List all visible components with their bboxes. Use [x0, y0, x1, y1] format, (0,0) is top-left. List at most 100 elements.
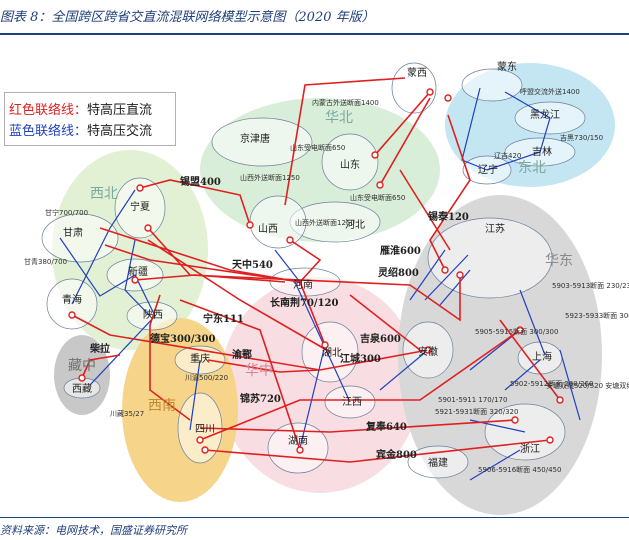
node-dot — [131, 276, 139, 284]
annotation-shandongshou: 山东受电断面650 — [290, 143, 345, 152]
dc-line — [99, 227, 301, 283]
province-label-hunan: 湖南 — [288, 434, 308, 447]
line-label-jiquan600: 吉泉600 — [360, 332, 401, 345]
line-label-yu-e: 渝鄂 — [232, 348, 252, 361]
legend-row-ac: 蓝色联络线：特高压交流 — [9, 120, 152, 139]
ac-line — [124, 239, 151, 317]
annotation-s5905: 5905-5915断面 300/300 — [475, 327, 558, 336]
ac-line — [189, 359, 201, 431]
ac-line — [71, 189, 136, 305]
ac-line — [486, 91, 551, 171]
province-label-jilin: 吉林 — [532, 145, 552, 158]
province-shaanxi — [126, 301, 178, 331]
province-mengxi — [391, 62, 437, 114]
line-label-yanhuai600: 雁淮600 — [380, 244, 421, 257]
dc-line — [399, 169, 451, 251]
province-label-hubei: 湖北 — [322, 347, 342, 359]
node-dot — [201, 446, 209, 454]
dc-line — [104, 244, 326, 346]
dc-line — [147, 239, 331, 353]
node-dot — [511, 416, 519, 424]
annotation-s5903: 5903-5913断面 230/230 — [552, 281, 629, 290]
dc-line — [429, 114, 471, 271]
province-label-mengxi: 蒙西 — [407, 66, 427, 79]
province-label-gansu: 甘肃 — [63, 226, 83, 239]
province-label-shanghai: 上海 — [532, 350, 552, 363]
dc-line — [289, 239, 322, 283]
province-label-zhejiang: 浙江 — [520, 443, 540, 455]
node-dot — [516, 326, 524, 334]
dc-line — [81, 354, 121, 379]
annotation-chuanyu: 川渝500/220 — [185, 373, 228, 382]
legend-ac-value: 特高压交流 — [87, 124, 153, 139]
annotation-shandongshou2: 山东受电断面650 — [350, 193, 405, 202]
province-ningxia — [114, 177, 166, 239]
region-label-huabei: 华北 — [325, 110, 353, 126]
dc-line — [499, 319, 561, 401]
dc-line — [149, 294, 191, 421]
node-dot — [444, 94, 452, 102]
dc-line — [374, 91, 431, 156]
ac-line — [461, 87, 488, 171]
line-label-lingshao800: 灵绍800 — [378, 266, 419, 279]
dc-line — [147, 227, 461, 322]
line-label-fufeng640: 复奉640 — [365, 420, 407, 433]
province-label-jiangsu: 江苏 — [485, 222, 505, 235]
dc-line — [179, 299, 301, 451]
figure-title: 图表 8：全国跨区跨省交直流混联网络模型示意图（2020 年版） — [0, 10, 375, 25]
node-dot — [546, 436, 554, 444]
dc-line — [199, 329, 521, 441]
annotation-ganqing: 甘青380/700 — [24, 257, 67, 266]
node-dot — [376, 181, 384, 189]
annotation-s5901: 5901-5911 170/170 — [438, 396, 507, 404]
province-label-heilongjiang: 黑龙江 — [530, 108, 560, 121]
figure-header: 图表 8：全国跨区跨省交直流混联网络模型示意图（2020 年版） — [0, 0, 629, 35]
province-label-fujian: 福建 — [428, 456, 448, 469]
dc-line — [71, 314, 429, 371]
annotation-shanxiwai2: 山西外送断面1250 — [295, 218, 355, 227]
line-label-tianzhong540: 天中540 — [232, 258, 273, 271]
node-dot — [371, 151, 379, 159]
line-label-jindong400: 锡盟400 — [180, 175, 221, 188]
annotation-s5923: 5923-5933断面 300/300 — [565, 311, 629, 320]
legend-ac-key: 蓝色联络线： — [9, 124, 88, 139]
province-label-shandong: 山东 — [340, 158, 360, 171]
annotation-s5902: 5902-5912断面 260/260 — [510, 379, 593, 388]
ac-line — [424, 254, 469, 301]
node-dot — [296, 446, 304, 454]
dc-line — [349, 294, 421, 351]
node-dot — [246, 221, 254, 229]
ac-line — [469, 449, 521, 481]
dc-line — [207, 359, 321, 373]
legend: 红色联络线：特高压直流 蓝色联络线：特高压交流 — [4, 92, 176, 146]
region-label-zangzhong: 藏中 — [68, 358, 96, 374]
dc-line — [199, 419, 516, 433]
header-rule — [0, 33, 629, 35]
province-shandong — [321, 133, 379, 191]
region-label-huadong: 华东 — [545, 253, 573, 269]
annotation-s5906: 5906-5916断面 450/450 — [478, 465, 561, 474]
annotation-s5921: 5921-5931断面 320/320 — [435, 407, 518, 416]
line-label-xitai120: 锡泰120 — [428, 210, 469, 223]
province-label-chongqing: 重庆 — [190, 352, 210, 365]
node-dot — [286, 236, 294, 244]
legend-dc-key: 红色联络线： — [9, 103, 88, 118]
region-label-xinan: 西南 — [148, 398, 176, 414]
node-dot — [556, 396, 564, 404]
annotation-chuanzang: 川藏35/27 — [110, 409, 144, 418]
line-label-jinsu720: 锦苏720 — [240, 392, 281, 405]
province-label-jinjintang: 京津唐 — [240, 132, 270, 145]
node-dot — [321, 341, 329, 349]
dc-line — [379, 97, 431, 186]
region-label-xibei: 西北 — [90, 186, 118, 202]
region-label-dongbei: 东北 — [518, 160, 546, 176]
annotation-shanxiwai: 山西外送断面1250 — [240, 173, 300, 182]
dc-line — [139, 179, 251, 226]
line-label-changnanjing: 长南荆70/120 — [270, 296, 338, 309]
province-label-shanxi: 山西 — [258, 223, 278, 235]
province-label-ningxia: 宁夏 — [130, 200, 150, 213]
dc-line — [204, 439, 551, 463]
node-dot — [424, 346, 432, 354]
province-label-sichuan: 四川 — [195, 424, 215, 435]
